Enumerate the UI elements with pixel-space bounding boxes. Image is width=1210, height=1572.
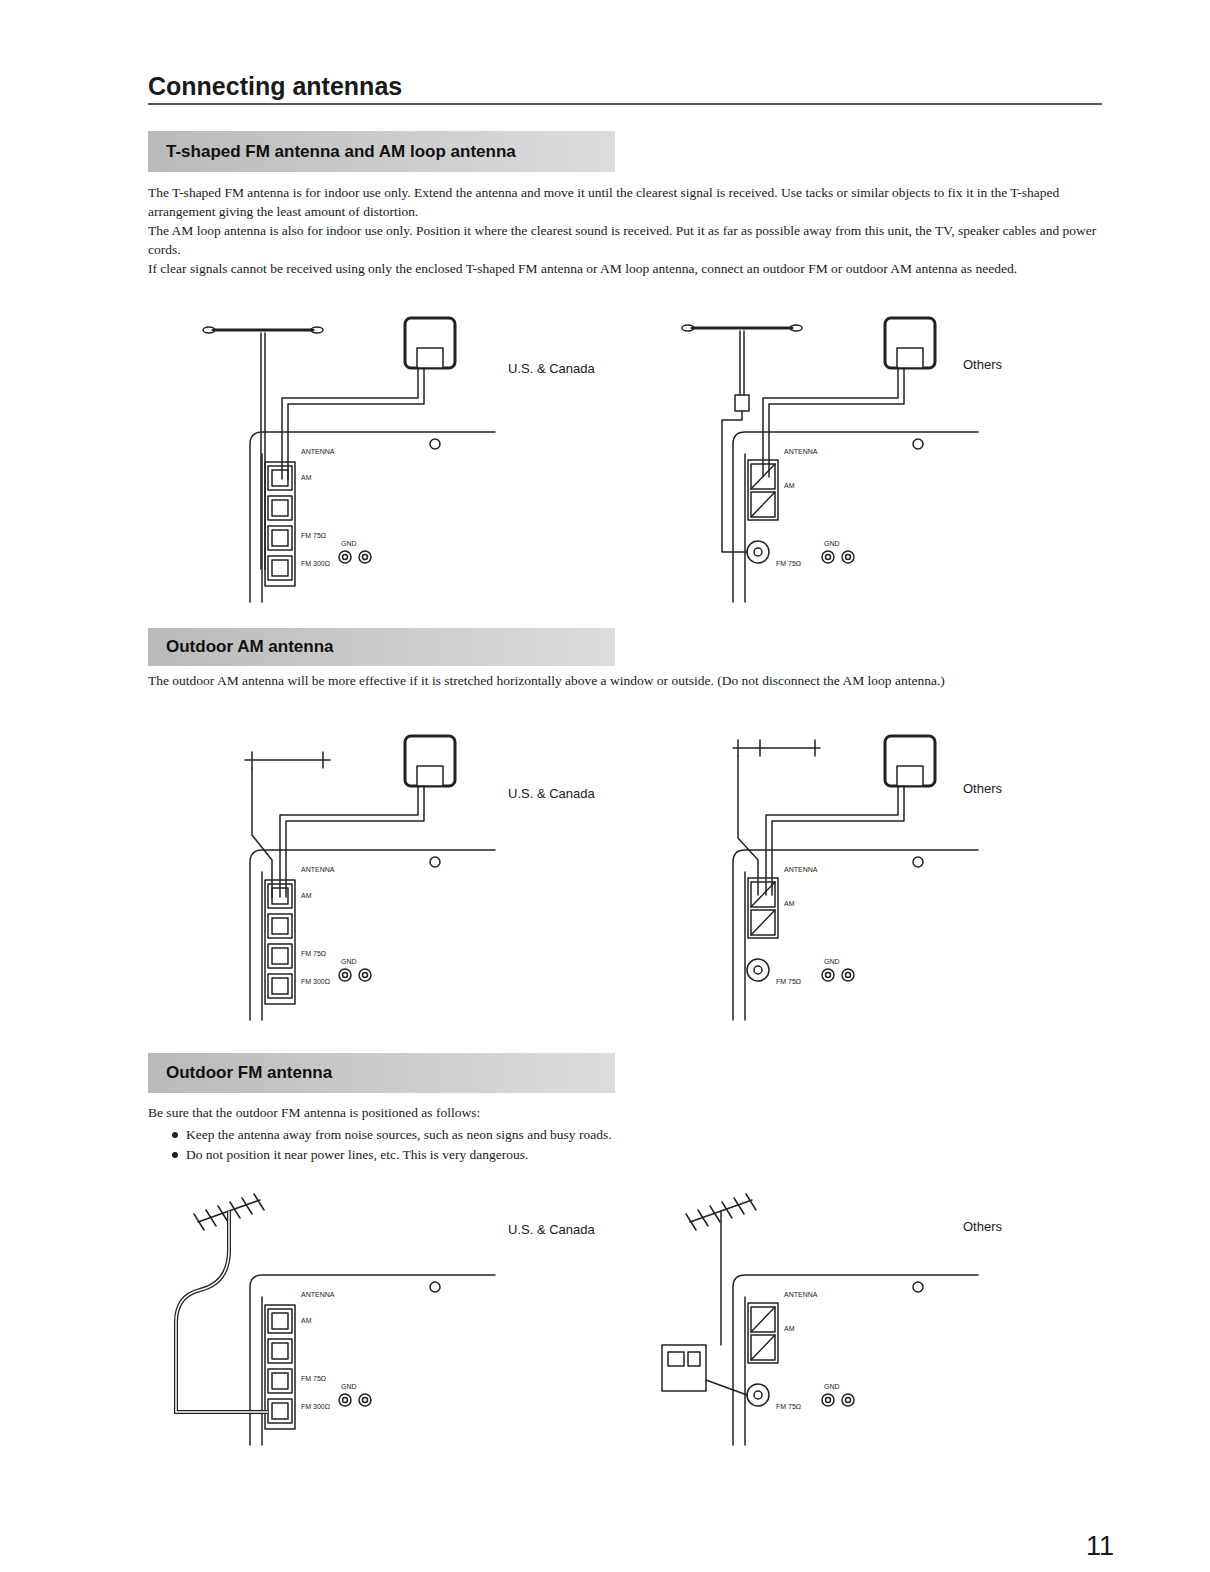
terminal-label: GND: [340, 958, 358, 967]
coax-cable: [722, 411, 747, 552]
terminal-label: GND: [823, 540, 841, 549]
terminal-label: GND: [823, 958, 841, 967]
coax-cable: [706, 1380, 747, 1395]
am-loop-antenna: [885, 736, 935, 786]
region-label: Others: [963, 780, 1002, 798]
rear-panel: [250, 432, 495, 602]
region-label: U.S. & Canada: [508, 360, 595, 378]
body-text: Keep the antenna away from noise sources…: [186, 1126, 1103, 1145]
loop-wire: [280, 786, 424, 897]
terminal-label: ANTENNA: [300, 448, 335, 457]
section-heading: T-shaped FM antenna and AM loop antenna: [166, 142, 516, 162]
page-number: 11: [1086, 1528, 1114, 1566]
rear-panel: [250, 1275, 495, 1445]
feeder-cable: [176, 1211, 268, 1412]
terminal-label: FM 75Ω: [775, 1403, 802, 1412]
terminal-block: [265, 880, 295, 1004]
page-title: Connecting antennas: [148, 72, 402, 101]
loop-wire: [282, 368, 424, 479]
terminal-label: AM: [783, 1325, 796, 1334]
body-text: Do not position it near power lines, etc…: [186, 1146, 1103, 1165]
bullet-dot: [172, 1132, 178, 1138]
feeder-cable-core: [176, 1211, 268, 1412]
terminal-label: AM: [783, 900, 796, 909]
outdoor-am-antenna: [733, 740, 820, 756]
matching-transformer: [662, 1345, 706, 1391]
twin-lead: [740, 331, 744, 395]
region-label: Others: [963, 1218, 1002, 1236]
section-heading-band: Outdoor AM antenna: [148, 628, 615, 666]
t-fm-antenna: [203, 327, 323, 333]
section-heading-band: Outdoor FM antenna: [148, 1053, 615, 1093]
terminal-block: [265, 462, 295, 586]
body-text: Be sure that the outdoor FM antenna is p…: [148, 1104, 1103, 1123]
section-heading-band: T-shaped FM antenna and AM loop antenna: [148, 131, 615, 172]
terminal-label: GND: [823, 1383, 841, 1392]
antenna-lead: [252, 768, 272, 897]
body-text: The T-shaped FM antenna is for indoor us…: [148, 184, 1103, 222]
body-text: If clear signals cannot be received usin…: [148, 260, 1103, 279]
twin-lead: [261, 333, 265, 569]
region-label: Others: [963, 356, 1002, 374]
terminal-label: FM 75Ω: [300, 532, 327, 541]
plug: [735, 395, 749, 411]
antenna-lead: [738, 756, 758, 895]
body-text: The outdoor AM antenna will be more effe…: [148, 672, 1103, 691]
t-fm-antenna: [682, 325, 802, 331]
region-label: U.S. & Canada: [508, 1221, 595, 1239]
terminal-label: ANTENNA: [783, 866, 818, 875]
terminal-label: FM 75Ω: [300, 1375, 327, 1384]
loop-wire: [766, 786, 904, 895]
terminal-block: [747, 878, 778, 981]
terminal-label: FM 300Ω: [300, 1403, 331, 1412]
terminal-label: FM 75Ω: [775, 978, 802, 987]
outdoor-am-antenna: [245, 752, 330, 768]
rear-panel: [733, 850, 978, 1020]
section-heading: Outdoor AM antenna: [166, 637, 333, 657]
terminal-label: FM 300Ω: [300, 560, 331, 569]
terminal-label: AM: [783, 482, 796, 491]
terminal-label: ANTENNA: [300, 866, 335, 875]
terminal-label: AM: [300, 892, 313, 901]
region-label: U.S. & Canada: [508, 785, 595, 803]
terminal-label: FM 75Ω: [775, 560, 802, 569]
body-text: The AM loop antenna is also for indoor u…: [148, 222, 1103, 260]
terminal-label: AM: [300, 474, 313, 483]
am-loop-antenna: [405, 318, 455, 368]
terminal-label: FM 300Ω: [300, 978, 331, 987]
terminal-label: AM: [300, 1317, 313, 1326]
am-loop-antenna: [885, 318, 935, 368]
transformer-detail: [668, 1352, 700, 1366]
section-heading: Outdoor FM antenna: [166, 1063, 332, 1083]
loop-wire: [763, 368, 904, 477]
terminal-block: [265, 1305, 295, 1429]
terminal-block: [747, 1303, 778, 1406]
am-loop-antenna: [405, 736, 455, 786]
terminal-label: GND: [340, 1383, 358, 1392]
rear-panel: [733, 1275, 978, 1445]
title-rule: [148, 103, 1102, 105]
terminal-label: ANTENNA: [300, 1291, 335, 1300]
terminal-label: ANTENNA: [783, 448, 818, 457]
terminal-label: GND: [340, 540, 358, 549]
terminal-label: ANTENNA: [783, 1291, 818, 1300]
bullet-dot: [172, 1152, 178, 1158]
feeder-cable: [720, 1211, 722, 1345]
terminal-label: FM 75Ω: [300, 950, 327, 959]
